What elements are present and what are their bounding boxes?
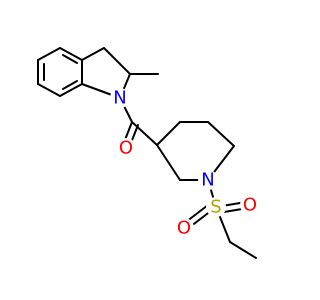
bond	[37, 83, 61, 97]
atom-background	[110, 88, 130, 108]
nitrogen-atom-piperidine: N	[201, 170, 214, 191]
oxygen-atom-carbonyl: O	[119, 138, 133, 159]
bond	[81, 47, 105, 61]
bond	[156, 121, 181, 146]
bond	[207, 121, 235, 147]
bond	[59, 47, 83, 61]
bond	[229, 241, 257, 259]
bond	[156, 144, 181, 181]
atom-background	[240, 195, 260, 215]
bond	[131, 121, 158, 146]
atom-background	[206, 197, 226, 217]
atom-background	[174, 218, 194, 238]
bond	[59, 83, 83, 97]
atom-background	[116, 138, 136, 158]
double-bond-inner	[62, 80, 78, 90]
nitrogen-atom-indoline: N	[113, 88, 126, 109]
oxygen-atom-sulfonyl-left: O	[177, 218, 191, 239]
oxygen-atom-sulfonyl-right: O	[243, 195, 257, 216]
sulfur-atom: S	[210, 197, 221, 218]
double-bond-inner	[62, 54, 78, 64]
bond	[103, 47, 131, 75]
atom-background	[198, 170, 218, 190]
molecule-structure: N O N S O O	[37, 47, 260, 259]
bond	[37, 47, 61, 61]
